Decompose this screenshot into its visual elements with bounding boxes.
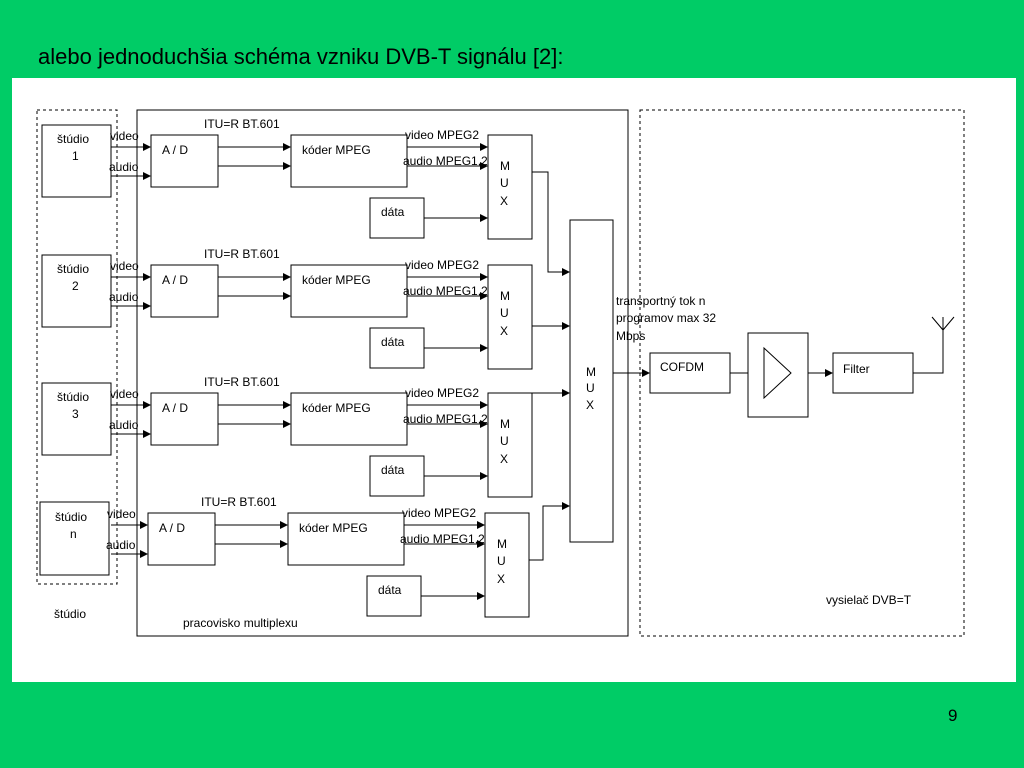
sub-mux-3-letter-x: X [500, 452, 508, 466]
video-label-2: video [110, 259, 139, 273]
ad-converter-1 [150, 134, 219, 188]
sub-mux-1 [487, 134, 533, 240]
sub-mux-to-main-1 [532, 171, 570, 276]
encoder-label-3: kóder MPEG [302, 401, 371, 415]
ad-label-3: A / D [162, 401, 188, 415]
sub-mux-2-letter-x: X [500, 324, 508, 338]
itu-label-3: ITU=R BT.601 [204, 375, 280, 389]
ad-converter-3 [150, 392, 219, 446]
studio-1-label-line-2: 1 [72, 149, 79, 163]
data-label-3: dáta [381, 463, 405, 477]
audio-label-2: audio [109, 290, 139, 304]
studio-box-4 [39, 501, 110, 576]
sub-mux-2-letter-m: M [500, 289, 510, 303]
studio-2-label-line-1: štúdio [57, 262, 89, 276]
studio-group-outline [36, 109, 118, 585]
audio-mpeg-label-2: audio MPEG1,2 [403, 284, 488, 298]
audio-label-1: audio [109, 160, 139, 174]
itu-label-4: ITU=R BT.601 [201, 495, 277, 509]
main-mux-letter-x: X [586, 398, 594, 412]
studio-1-label-line-1: štúdio [57, 132, 89, 146]
cofdm-block [649, 352, 731, 394]
video-mpeg-label-4: video MPEG2 [402, 506, 476, 520]
transport-label-line-3: Mbps [616, 329, 645, 343]
video-mpeg-label-3: video MPEG2 [405, 386, 479, 400]
ad-converter-4 [147, 512, 216, 566]
audio-mpeg-label-4: audio MPEG1,2 [400, 532, 485, 546]
data-block-4 [366, 575, 422, 617]
page-number: 9 [948, 706, 958, 725]
studio-3-label-line-2: 3 [72, 407, 79, 421]
filter-block [832, 352, 914, 394]
studio-group-label: štúdio [54, 607, 86, 621]
video-mpeg-label-2: video MPEG2 [405, 258, 479, 272]
video-label-4: video [107, 507, 136, 521]
data-label-4: dáta [378, 583, 402, 597]
audio-label-4: audio [106, 538, 136, 552]
slide-title: alebo jednoduchšia schéma vzniku DVB-T s… [38, 44, 564, 69]
sub-mux-1-letter-u: U [500, 176, 509, 190]
sub-mux-4-letter-x: X [497, 572, 505, 586]
studio-box-1 [41, 124, 112, 198]
transmitter-label: vysielač DVB=T [826, 593, 912, 607]
sub-mux-4 [484, 512, 530, 618]
studio-box-3 [41, 382, 112, 456]
sub-mux-2-letter-u: U [500, 306, 509, 320]
antenna-icon [913, 316, 955, 374]
data-block-2 [369, 327, 425, 369]
mpeg-encoder-1 [290, 134, 408, 188]
audio-label-3: audio [109, 418, 139, 432]
mpeg-encoder-3 [290, 392, 408, 446]
sub-mux-3 [487, 392, 533, 498]
encoder-label-4: kóder MPEG [299, 521, 368, 535]
main-mux-letter-m: M [586, 365, 596, 379]
main-mux-letter-u: U [586, 381, 595, 395]
encoder-label-1: kóder MPEG [302, 143, 371, 157]
mpeg-encoder-4 [287, 512, 405, 566]
multiplex-label: pracovisko multiplexu [183, 616, 298, 630]
audio-mpeg-label-3: audio MPEG1,2 [403, 412, 488, 426]
sub-mux-2 [487, 264, 533, 370]
sub-mux-1-letter-x: X [500, 194, 508, 208]
studio-4-label-line-2: n [70, 527, 77, 541]
itu-label-1: ITU=R BT.601 [204, 117, 280, 131]
sub-mux-4-letter-u: U [497, 554, 506, 568]
video-mpeg-label-1: video MPEG2 [405, 128, 479, 142]
audio-mpeg-label-1: audio MPEG1,2 [403, 154, 488, 168]
cofdm-label: COFDM [660, 360, 704, 374]
video-label-1: video [110, 129, 139, 143]
sub-mux-4-letter-m: M [497, 537, 507, 551]
studio-4-label-line-1: štúdio [55, 510, 87, 524]
sub-mux-3-letter-m: M [500, 417, 510, 431]
ad-label-2: A / D [162, 273, 188, 287]
amplifier-triangle-icon [763, 346, 792, 400]
encoder-label-2: kóder MPEG [302, 273, 371, 287]
data-block-1 [369, 197, 425, 239]
data-label-2: dáta [381, 335, 405, 349]
ad-label-4: A / D [159, 521, 185, 535]
studio-3-label-line-1: štúdio [57, 390, 89, 404]
studio-box-2 [41, 254, 112, 328]
mpeg-encoder-2 [290, 264, 408, 318]
studio-2-label-line-2: 2 [72, 279, 79, 293]
data-label-1: dáta [381, 205, 405, 219]
filter-label: Filter [843, 362, 870, 376]
amplifier-block [747, 332, 809, 418]
sub-mux-to-main-4 [529, 502, 570, 561]
video-label-3: video [110, 387, 139, 401]
sub-mux-1-letter-m: M [500, 159, 510, 173]
itu-label-2: ITU=R BT.601 [204, 247, 280, 261]
ad-converter-2 [150, 264, 219, 318]
main-mux-block [569, 219, 614, 543]
data-block-3 [369, 455, 425, 497]
sub-mux-3-letter-u: U [500, 434, 509, 448]
ad-label-1: A / D [162, 143, 188, 157]
transport-label-line-2: programov max 32 [616, 311, 716, 325]
transport-label-line-1: transportný tok n [616, 294, 705, 308]
